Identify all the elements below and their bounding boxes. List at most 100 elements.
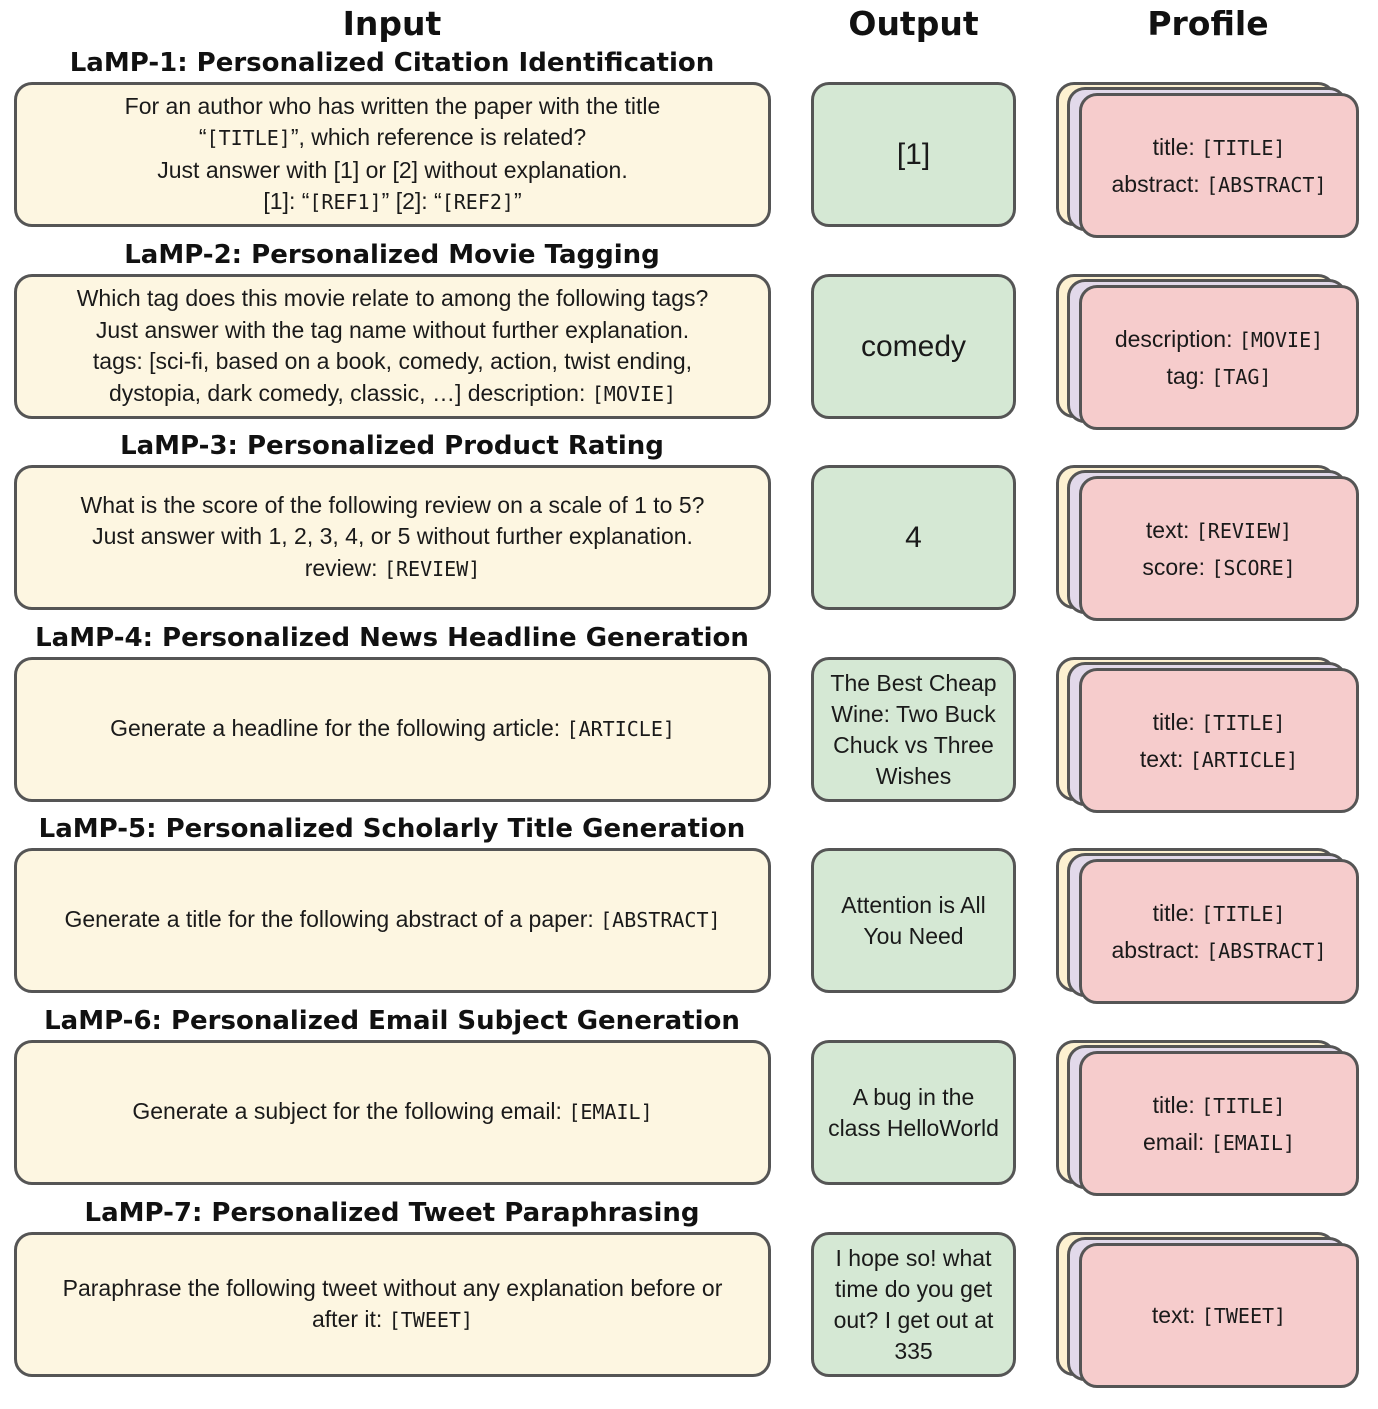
profile-field-line: abstract: [ABSTRACT] xyxy=(1111,166,1326,203)
output-text: [1] xyxy=(896,138,931,171)
text-segment: [1]: “ xyxy=(263,188,310,214)
input-prompt-line: tags: [sci-fi, based on a book, comedy, … xyxy=(93,346,692,378)
placeholder-token: [ABSTRACT] xyxy=(600,908,721,933)
input-prompt-box: Which tag does this movie relate to amon… xyxy=(14,274,771,419)
input-prompt-box: Generate a subject for the following ema… xyxy=(14,1040,771,1185)
profile-field-line: description: [MOVIE] xyxy=(1115,321,1323,358)
output-box: comedy xyxy=(811,274,1016,419)
placeholder-token: [TAG] xyxy=(1211,364,1272,389)
profile-field-line: title: [TITLE] xyxy=(1153,895,1286,932)
task-title: LaMP-4: Personalized News Headline Gener… xyxy=(35,623,749,653)
profile-card: text: [TWEET] xyxy=(1079,1243,1359,1388)
text-segment: tag: xyxy=(1166,362,1212,389)
profile-card: title: [TITLE]email: [EMAIL] xyxy=(1079,1051,1359,1196)
text-segment: ” [2]: “ xyxy=(381,188,442,214)
placeholder-token: [TITLE] xyxy=(1201,1093,1286,1118)
text-segment: Just answer with [1] or [2] without expl… xyxy=(157,156,628,183)
text-segment: title: xyxy=(1152,708,1202,735)
input-prompt-line: Paraphrase the following tweet without a… xyxy=(63,1273,723,1305)
profile-card: title: [TITLE]abstract: [ABSTRACT] xyxy=(1079,859,1359,1004)
input-prompt-line: Generate a headline for the following ar… xyxy=(110,713,675,746)
placeholder-token: [MOVIE] xyxy=(1238,327,1324,352)
profile-field-line: text: [REVIEW] xyxy=(1146,512,1292,549)
text-segment: description: xyxy=(1114,325,1239,352)
task-title: LaMP-6: Personalized Email Subject Gener… xyxy=(44,1006,740,1036)
text-segment: Which tag does this movie relate to amon… xyxy=(76,285,709,311)
placeholder-token: [REF1] xyxy=(309,190,382,214)
input-prompt-line: Which tag does this movie relate to amon… xyxy=(77,283,709,315)
text-segment: text: xyxy=(1145,516,1196,543)
task-title: LaMP-7: Personalized Tweet Paraphrasing xyxy=(84,1198,700,1228)
placeholder-token: [ABSTRACT] xyxy=(1206,172,1327,197)
input-prompt-line: Just answer with the tag name without fu… xyxy=(96,315,689,347)
text-segment: abstract: xyxy=(1111,170,1207,197)
text-segment: score: xyxy=(1142,553,1212,580)
profile-field-line: title: [TITLE] xyxy=(1153,1087,1286,1124)
output-box: The Best Cheap Wine: Two Buck Chuck vs T… xyxy=(811,657,1016,802)
text-segment: For an author who has written the paper … xyxy=(124,92,661,119)
profile-field-line: tag: [TAG] xyxy=(1167,358,1272,395)
output-box: Attention is All You Need xyxy=(811,848,1016,993)
input-column-header: Input xyxy=(342,4,442,43)
input-prompt-line: review: [REVIEW] xyxy=(305,553,481,586)
placeholder-token: [TITLE] xyxy=(1201,901,1286,926)
text-segment: text: xyxy=(1139,745,1190,772)
profile-card: text: [REVIEW] score: [SCORE] xyxy=(1079,476,1359,621)
text-segment: tags: [sci-fi, based on a book, comedy, … xyxy=(92,348,693,374)
text-segment: What is the score of the following revie… xyxy=(80,491,705,518)
placeholder-token: [SCORE] xyxy=(1211,555,1296,580)
text-segment: after it: xyxy=(312,1306,389,1332)
output-text: A bug in the class HelloWorld xyxy=(828,1083,999,1141)
placeholder-token: [REVIEW] xyxy=(1195,518,1293,543)
input-prompt-line: Just answer with [1] or [2] without expl… xyxy=(157,155,627,187)
profile-field-line: abstract: [ABSTRACT] xyxy=(1111,932,1326,969)
input-prompt-line: Generate a title for the following abstr… xyxy=(64,904,720,937)
input-prompt-line: [1]: “[REF1]” [2]: “[REF2]” xyxy=(263,186,521,219)
input-prompt-line: Just answer with 1, 2, 3, 4, or 5 withou… xyxy=(92,521,693,553)
profile-field-line: text: [TWEET] xyxy=(1152,1297,1286,1334)
profile-card: description: [MOVIE]tag: [TAG] xyxy=(1079,285,1359,430)
output-box: I hope so! what time do you get out? I g… xyxy=(811,1232,1016,1377)
output-box: 4 xyxy=(811,465,1016,610)
text-segment: review: xyxy=(304,554,384,581)
output-box: A bug in the class HelloWorld xyxy=(811,1040,1016,1185)
profile-field-line: text: [ARTICLE] xyxy=(1140,741,1298,778)
text-segment: abstract: xyxy=(1111,936,1207,963)
text-segment: Just answer with the tag name without fu… xyxy=(95,316,690,343)
profile-field-line: title: [TITLE] xyxy=(1153,129,1286,166)
profile-column-header: Profile xyxy=(1147,4,1269,43)
text-segment: text: xyxy=(1151,1302,1202,1328)
text-segment: Generate a headline for the following ar… xyxy=(110,715,567,742)
placeholder-token: [TWEET] xyxy=(388,1308,473,1332)
text-segment: ”, which reference is related? xyxy=(290,124,587,150)
input-prompt-line: What is the score of the following revie… xyxy=(81,490,705,522)
output-box: [1] xyxy=(811,82,1016,227)
output-text: I hope so! what time do you get out? I g… xyxy=(833,1244,994,1364)
input-prompt-box: Paraphrase the following tweet without a… xyxy=(14,1232,771,1377)
text-segment: ” xyxy=(513,188,522,214)
placeholder-token: [EMAIL] xyxy=(1210,1130,1296,1155)
input-prompt-box: Generate a title for the following abstr… xyxy=(14,848,771,993)
text-segment: title: xyxy=(1152,899,1202,926)
input-prompt-box: For an author who has written the paper … xyxy=(14,82,771,227)
input-prompt-box: Generate a headline for the following ar… xyxy=(14,657,771,802)
input-prompt-line: dystopia, dark comedy, classic, …] descr… xyxy=(109,378,676,411)
text-segment: Generate a title for the following abstr… xyxy=(64,906,601,933)
placeholder-token: [REF2] xyxy=(441,190,514,214)
placeholder-token: [TITLE] xyxy=(1201,135,1286,160)
task-title: LaMP-2: Personalized Movie Tagging xyxy=(124,240,660,270)
task-title: LaMP-5: Personalized Scholarly Title Gen… xyxy=(38,814,746,844)
placeholder-token: [ABSTRACT] xyxy=(1206,938,1327,963)
text-segment: Generate a subject for the following ema… xyxy=(132,1098,569,1125)
profile-card: title: [TITLE]text: [ARTICLE] xyxy=(1079,668,1359,813)
placeholder-token: [ARTICLE] xyxy=(566,717,675,742)
placeholder-token: [TITLE] xyxy=(206,126,291,150)
profile-field-line: title: [TITLE] xyxy=(1153,704,1286,741)
placeholder-token: [EMAIL] xyxy=(568,1100,653,1125)
text-segment: “ xyxy=(198,124,207,150)
output-text: comedy xyxy=(860,330,967,363)
text-segment: Paraphrase the following tweet without a… xyxy=(62,1274,723,1301)
input-prompt-box: What is the score of the following revie… xyxy=(14,465,771,610)
output-text: Attention is All You Need xyxy=(841,891,986,949)
output-column-header: Output xyxy=(848,4,979,43)
